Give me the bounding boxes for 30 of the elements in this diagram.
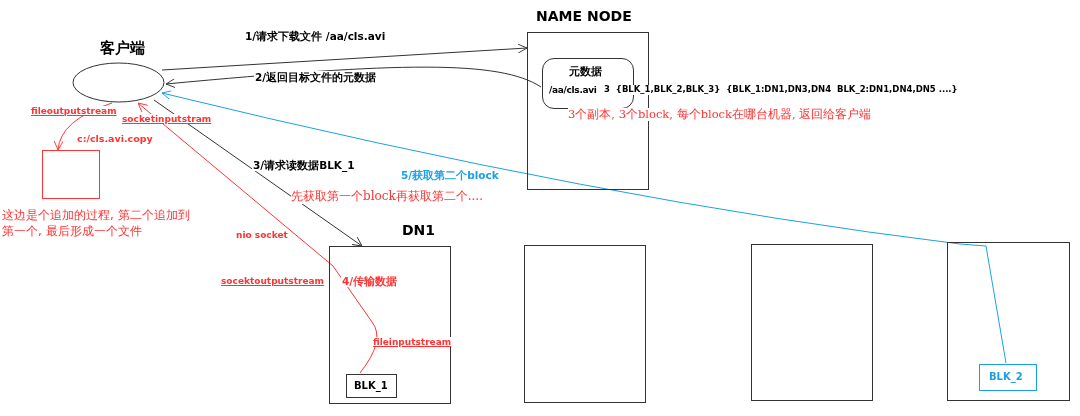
edge-label: 4/传输数据 xyxy=(341,275,399,288)
server-box xyxy=(751,244,873,401)
stream-label: fileinputstream xyxy=(373,337,452,348)
server-title: DN1 xyxy=(402,222,436,239)
arrow xyxy=(153,99,363,247)
edge-label: 3/请求读数据BLK_1 xyxy=(252,159,356,172)
metadata-text: 3 {BLK_1,BLK_2,BLK_3} {BLK_1:DN1,DN3,DN4 BLK_2:DN1,DN4,DN5 ....} xyxy=(604,85,958,95)
edge-label: 1/请求下载文件 /aa/cls.avi xyxy=(244,30,387,43)
stream-label: socektoutputstream xyxy=(221,276,324,287)
arrow xyxy=(137,102,378,374)
block-box xyxy=(979,364,1037,391)
note: 这边是个追加的过程, 第二个追加到第一个, 最后形成一个文件 xyxy=(2,207,191,240)
block-label: BLK_1 xyxy=(354,380,388,392)
stream-label: socketinputstram xyxy=(122,114,212,125)
edge-label: 2/返回目标文件的元数据 xyxy=(254,71,378,84)
stream-label: nio socket xyxy=(236,230,288,241)
server-box xyxy=(524,245,646,403)
arrow xyxy=(161,90,1007,364)
metadata-title: 元数据 xyxy=(569,65,602,78)
block-label: BLK_2 xyxy=(989,371,1023,383)
server-title: NAME NODE xyxy=(536,8,632,25)
edge-label: 5/获取第二个block xyxy=(400,169,500,182)
note: 先获取第一个block再获取第二个.... xyxy=(291,190,483,204)
edge-label: fileoutputstream xyxy=(30,106,118,117)
file-path: /aa/cls.avi xyxy=(549,85,597,96)
block-box xyxy=(346,374,397,398)
note: 3个副本, 3个block, 每个block在哪台机器, 返回给客户端 xyxy=(568,108,872,122)
file-name: c:/cls.avi.copy xyxy=(77,134,153,145)
server-box xyxy=(947,242,1070,401)
client-title: 客户端 xyxy=(100,40,145,58)
